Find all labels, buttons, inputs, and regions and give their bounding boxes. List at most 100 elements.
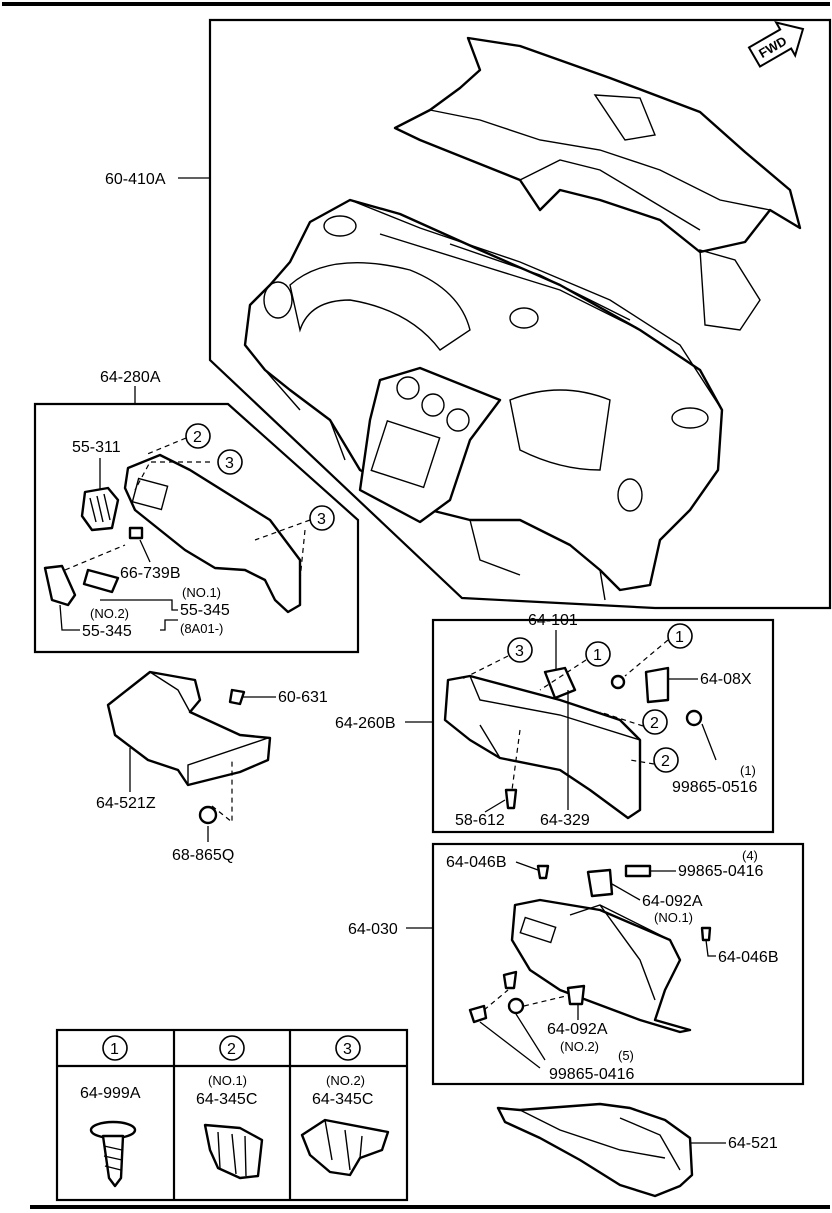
legend-col2-part: 64-345C xyxy=(196,1091,257,1108)
ref-2-trim-num: 2 xyxy=(193,429,202,446)
lower-panel-64-260B xyxy=(443,674,642,820)
legend-header-2-circle xyxy=(219,1035,245,1061)
callout-64-521: 64-521 xyxy=(728,1135,778,1152)
panel-top-edge xyxy=(349,199,723,411)
panel-lower-detail xyxy=(264,369,606,601)
callout-60-410A: 60-410A xyxy=(105,171,166,188)
callout-64-101: 64-101 xyxy=(528,612,578,629)
ref-3-box260 xyxy=(507,637,533,663)
callout-64-521Z: 64-521Z xyxy=(96,795,156,812)
legend-col2-variant: (NO.1) xyxy=(208,1073,247,1088)
box-64-030 xyxy=(431,842,805,1086)
fwd-arrow-icon: FWD xyxy=(747,21,805,68)
callout-64-280A: 64-280A xyxy=(100,369,161,386)
callout-no2-b: (NO.2) xyxy=(560,1039,599,1054)
screw-99865-0416-a xyxy=(624,864,652,878)
callout-64-092A-a: 64-092A xyxy=(642,893,703,910)
clip-64-046B-b xyxy=(700,926,712,942)
glovebox-opening xyxy=(509,389,611,471)
callout-99865-0416-b: 99865-0416 xyxy=(549,1066,635,1083)
cover-no2 xyxy=(43,564,77,607)
panel-defroster xyxy=(379,233,641,331)
clip-64-345C-no2-icon xyxy=(300,1118,390,1177)
callout-qty4: (4) xyxy=(742,848,758,863)
clip-68-865Q xyxy=(198,805,218,825)
latch-64-092A-no1 xyxy=(586,868,614,898)
clip-58-612 xyxy=(504,788,518,810)
callout-60-631: 60-631 xyxy=(278,689,328,706)
callout-64-260B: 64-260B xyxy=(335,715,396,732)
part-64-08X xyxy=(644,666,670,704)
ref-2-box260-a-num: 2 xyxy=(650,715,659,732)
right-vent-round xyxy=(617,478,643,512)
stack-dial-3 xyxy=(446,408,470,432)
ref-1-box260-b xyxy=(667,623,693,649)
clip-66-739B xyxy=(128,526,144,540)
screw-99865-0516 xyxy=(685,709,703,727)
cover-64-521 xyxy=(496,1102,694,1198)
dashboard-frame xyxy=(208,18,832,610)
callout-no1-a: (NO.1) xyxy=(182,585,221,600)
clip-60-631 xyxy=(228,688,246,706)
leader-58-612 xyxy=(484,799,506,813)
callout-64-046B-a: 64-046B xyxy=(446,854,507,871)
trim-dash-lines xyxy=(134,437,311,581)
callout-qty1: (1) xyxy=(740,763,756,778)
clip-lower-a xyxy=(502,970,518,990)
clip-64-345C-no1-icon xyxy=(203,1123,264,1180)
legend-header-1: 1 xyxy=(110,1041,119,1058)
box-64-260B xyxy=(431,618,775,834)
callout-55-311: 55-311 xyxy=(72,439,121,456)
bracket-64-101 xyxy=(543,666,577,700)
legend-header-3-circle xyxy=(335,1035,361,1061)
callout-qty5: (5) xyxy=(618,1048,634,1063)
leader-64-046B-b xyxy=(705,939,716,957)
legend-col3-variant: (NO.2) xyxy=(326,1073,365,1088)
leader-99865-0416-b xyxy=(479,1013,546,1069)
glovebox-bin xyxy=(569,904,671,1001)
callout-99865-0516: 99865-0516 xyxy=(672,779,758,796)
screw-lower-mid xyxy=(507,997,525,1015)
box260-dash xyxy=(459,639,669,791)
upper-duct xyxy=(393,36,802,254)
ref-1-box260-b-num: 1 xyxy=(675,629,684,646)
left-vent-round xyxy=(263,281,293,319)
legend-col1-part: 64-999A xyxy=(80,1085,141,1102)
trim-box-frame xyxy=(33,402,360,654)
stack-dial-2 xyxy=(421,393,445,417)
legend-header-3: 3 xyxy=(343,1041,352,1058)
cover-64-521Z xyxy=(106,670,272,787)
cover-64-521-detail xyxy=(519,1109,681,1171)
leader-55-345 xyxy=(59,599,178,631)
callout-55-345-a: 55-345 xyxy=(180,602,230,619)
upper-duct-outlet xyxy=(593,94,761,331)
callout-64-092A-b: 64-092A xyxy=(547,1021,608,1038)
callout-58-612: 58-612 xyxy=(455,812,505,829)
upper-duct-detail xyxy=(429,109,771,231)
callout-64-08X: 64-08X xyxy=(700,671,752,688)
clip-64-08X-a xyxy=(610,674,626,690)
ref-1-box260-a-num: 1 xyxy=(593,647,602,664)
ref-2-box260-a xyxy=(642,709,668,735)
vent-slats xyxy=(89,493,111,523)
leader-64-046B-a xyxy=(515,861,539,871)
ref-2-trim xyxy=(185,423,211,449)
left-speaker xyxy=(323,215,357,237)
lower-screw-dash xyxy=(483,989,567,1011)
leader-64-092A-a xyxy=(611,883,641,901)
callout-8a01: (8A01-) xyxy=(180,621,223,636)
center-stack xyxy=(358,366,502,524)
clip-64-046B-a xyxy=(536,864,550,880)
legend-header-2: 2 xyxy=(227,1041,236,1058)
latch-64-092A-no2 xyxy=(566,984,586,1006)
ref-3-trim-right-num: 3 xyxy=(317,511,326,528)
ref-2-box260-b xyxy=(653,747,679,773)
callout-68-865Q: 68-865Q xyxy=(172,847,234,864)
callout-55-345-b: 55-345 xyxy=(82,623,132,640)
callout-66-739B: 66-739B xyxy=(120,565,181,582)
ref-2-box260-b-num: 2 xyxy=(661,753,670,770)
callout-99865-0416-a: 99865-0416 xyxy=(678,863,764,880)
cluster-hood xyxy=(289,262,471,351)
legend-header-1-circle xyxy=(102,1035,128,1061)
